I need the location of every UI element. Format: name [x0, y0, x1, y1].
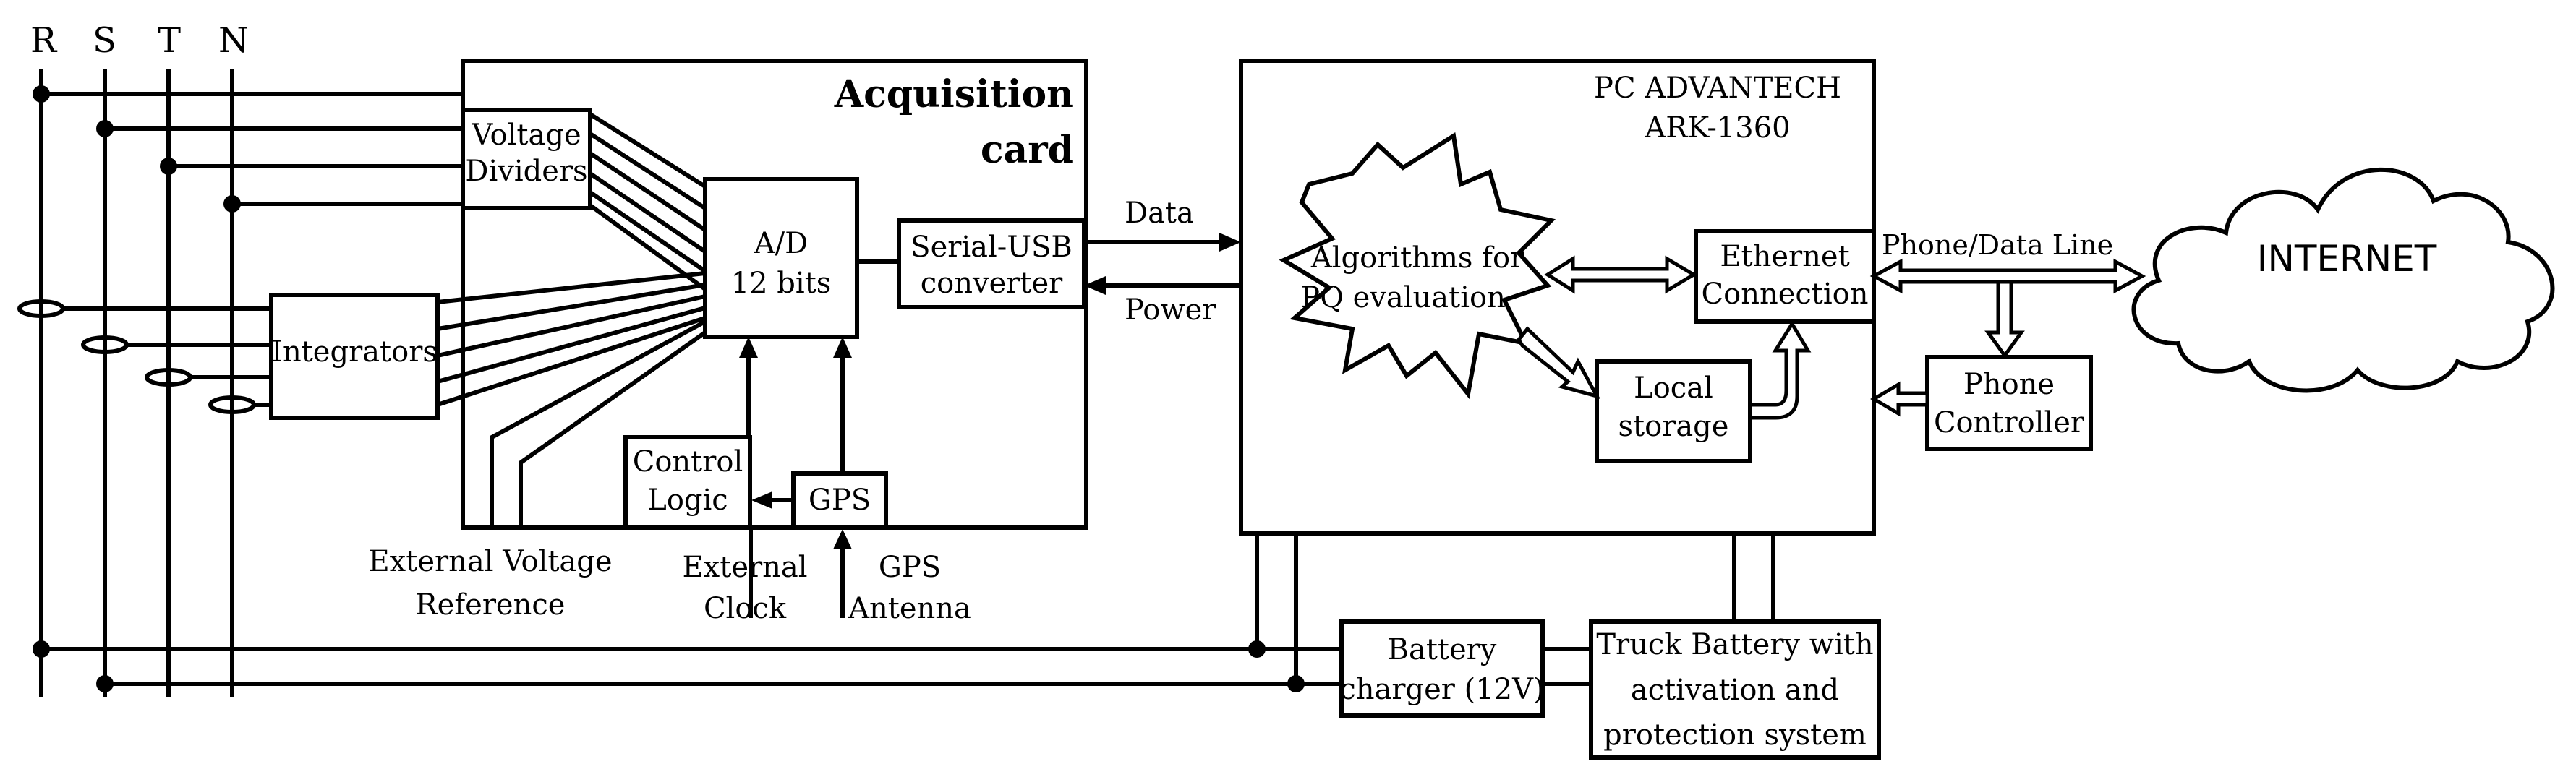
algorithms-starburst — [1279, 132, 1556, 400]
external-reference-lines — [490, 319, 707, 528]
ethernet-line2: Connection — [1702, 278, 1869, 311]
voltage-taps — [33, 85, 466, 213]
phone-controller-block — [1925, 355, 2093, 451]
storage-ethernet-arrow — [1748, 320, 1812, 420]
charger-to-truck-lines — [1543, 647, 1591, 686]
external-clock-line2: Clock — [704, 592, 787, 625]
algorithms-ethernet-arrow — [1544, 255, 1697, 294]
voltage-dividers-block — [461, 108, 592, 210]
ad-line1: A/D — [754, 227, 808, 260]
data-label: Data — [1125, 197, 1194, 230]
current-sensors — [17, 299, 271, 414]
phone-data-line-arrow — [1869, 258, 2146, 294]
card-arrows — [739, 337, 852, 618]
gps-antenna-line2: Antenna — [848, 592, 971, 625]
external-voltage-line1: External Voltage — [368, 545, 612, 578]
ad-line2: 12 bits — [731, 267, 832, 300]
local-storage-block — [1595, 359, 1752, 463]
pc-to-truck-lines — [1732, 533, 1775, 622]
local-storage-line1: Local — [1634, 372, 1713, 405]
ethernet-line1: Ethernet — [1720, 240, 1849, 273]
truck-battery-line2: activation and — [1631, 674, 1839, 707]
internet-label: INTERNET — [2257, 238, 2437, 280]
supply-lines — [33, 533, 1342, 692]
battery-charger-block — [1339, 619, 1545, 718]
phase-s-label: S — [93, 20, 116, 61]
data-power-link — [1084, 233, 1241, 295]
serial-usb-line2: converter — [921, 267, 1063, 300]
phone-controller-line2: Controller — [1934, 406, 2085, 439]
acquisition-title-line1: Acquisition — [834, 72, 1074, 116]
algorithms-line2: PQ evaluation — [1300, 281, 1506, 314]
ad-converter-block — [703, 177, 859, 339]
algorithms-storage-arrow — [1516, 326, 1600, 399]
control-logic-block — [623, 435, 752, 530]
acquisition-title-line2: card — [981, 128, 1074, 172]
gps-antenna-line1: GPS — [879, 551, 941, 584]
pc-title-line2: ARK-1360 — [1644, 111, 1790, 145]
serial-usb-line1: Serial-USB — [910, 231, 1072, 264]
phone-controller-line1: Phone — [1963, 368, 2055, 401]
truck-battery-line1: Truck Battery with — [1596, 628, 1873, 661]
battery-charger-line2: charger (12V) — [1339, 673, 1544, 706]
phase-r-label: R — [30, 20, 58, 61]
truck-battery-line3: protection system — [1603, 718, 1867, 752]
phase-t-label: T — [158, 20, 181, 61]
gps-label: GPS — [809, 484, 871, 517]
voltage-dividers-line1: Voltage — [471, 119, 581, 152]
control-logic-line2: Logic — [647, 484, 728, 517]
integrator-to-ad-lines — [437, 271, 706, 407]
phase-lines — [39, 69, 234, 697]
internet-cloud — [2131, 167, 2555, 393]
local-storage-line2: storage — [1618, 410, 1729, 443]
serial-usb-block — [897, 218, 1086, 309]
phone-controller-to-pc-arrow — [1870, 381, 1929, 417]
phone-controller-drop-arrow — [1984, 280, 2025, 359]
external-voltage-line2: Reference — [416, 588, 566, 622]
power-label: Power — [1125, 293, 1216, 327]
integrators-block — [269, 293, 440, 420]
algorithms-line1: Algorithms for — [1310, 241, 1524, 275]
control-logic-line1: Control — [633, 445, 743, 478]
phone-data-line-label: Phone/Data Line — [1882, 229, 2113, 261]
integrators-label: Integrators — [271, 335, 438, 369]
truck-battery-block — [1589, 619, 1881, 760]
ethernet-block — [1694, 229, 1876, 324]
pc-title-line1: PC ADVANTECH — [1594, 72, 1841, 105]
voltage-dividers-line2: Dividers — [465, 155, 587, 188]
phase-n-label: N — [218, 20, 249, 61]
external-clock-line1: External — [682, 551, 807, 584]
battery-charger-line1: Battery — [1388, 633, 1497, 666]
